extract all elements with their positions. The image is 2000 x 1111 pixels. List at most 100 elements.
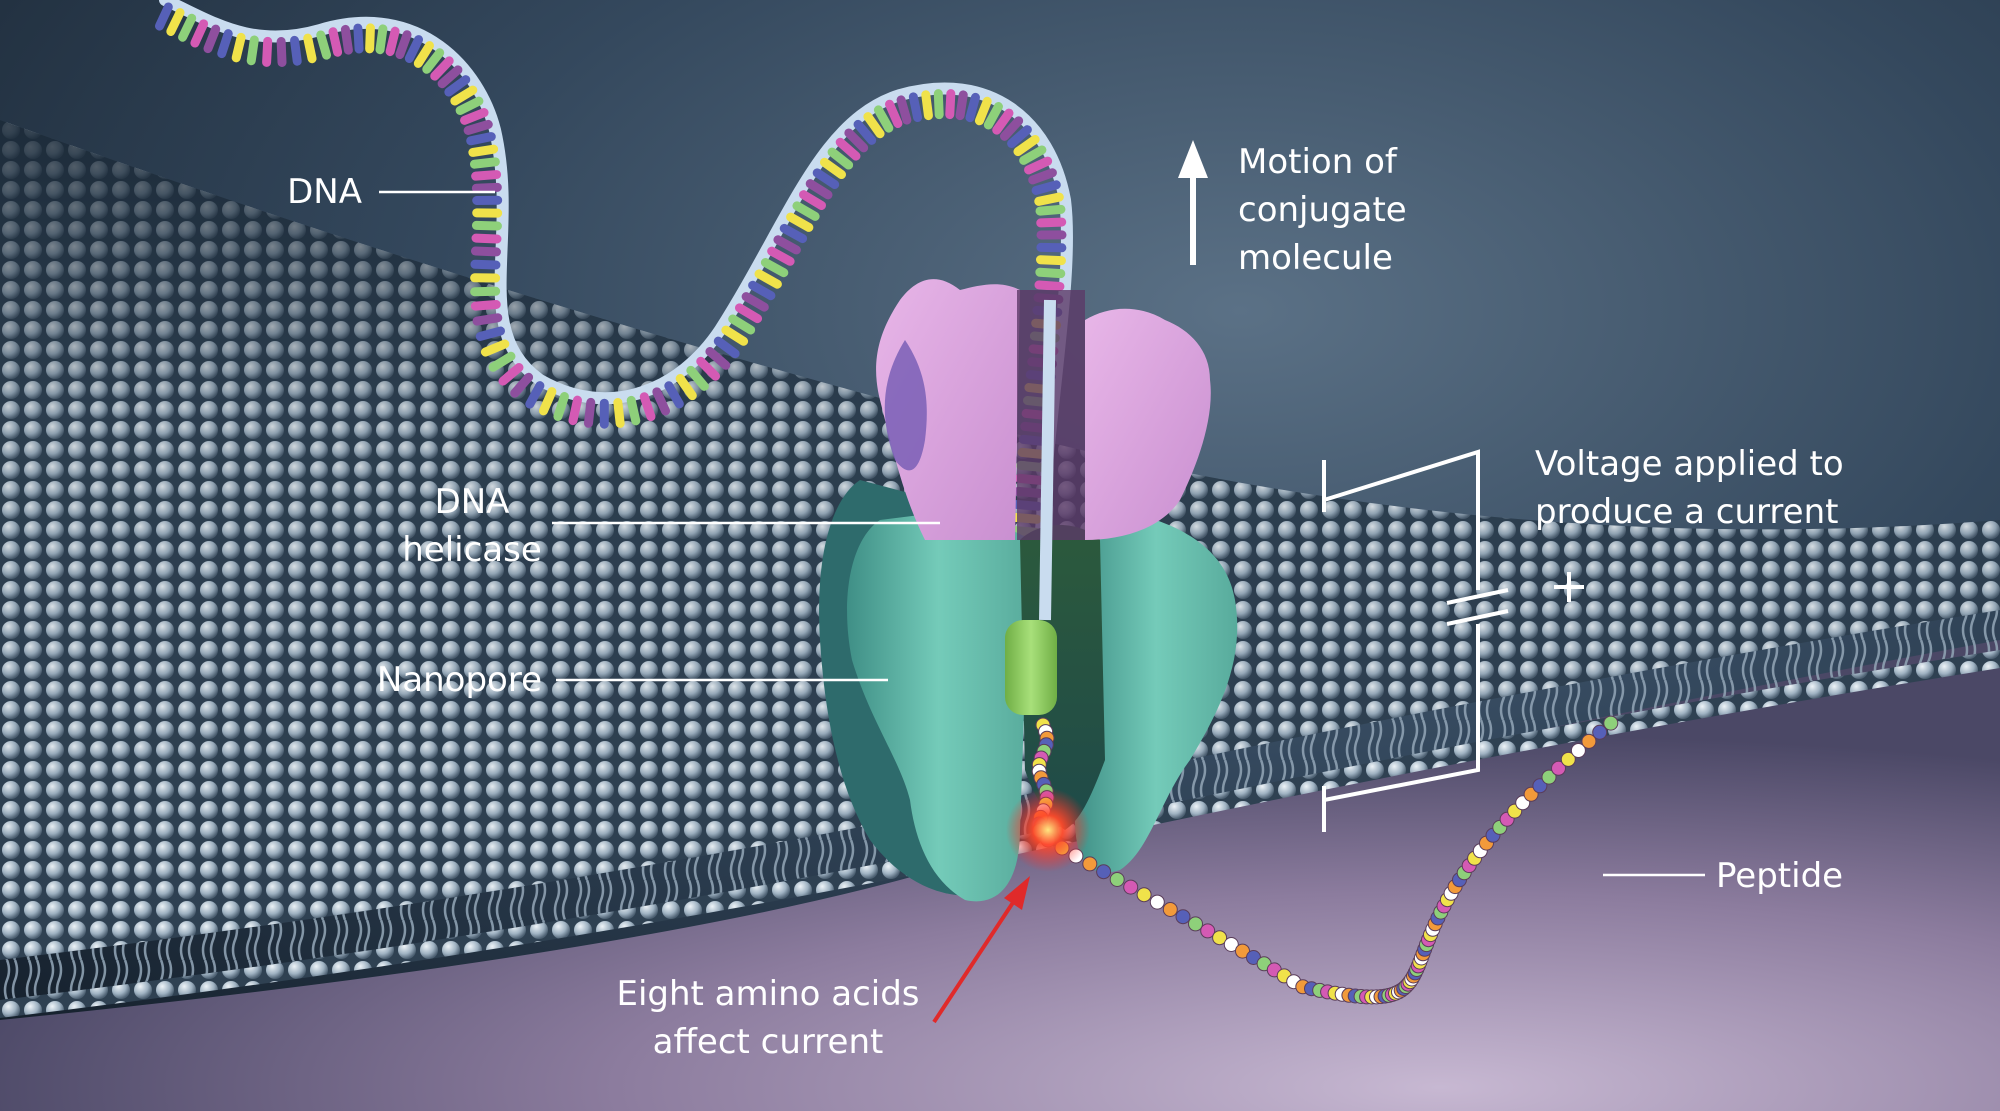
dna-base [1024, 156, 1053, 175]
dna-base [735, 303, 763, 324]
dna-base [455, 96, 484, 115]
dna-base [945, 89, 956, 120]
dna-base [799, 190, 827, 210]
red-pointer-arrow-icon [932, 876, 1030, 1024]
dna-base [908, 92, 923, 122]
dna-base [1035, 255, 1066, 266]
dna-base [510, 372, 534, 398]
dna-base [404, 35, 424, 63]
dna-strand-threaded [1039, 299, 1056, 621]
dna-base [965, 92, 980, 123]
amino-acid-bead [1592, 724, 1608, 740]
dna-base [217, 29, 233, 59]
nanopore-right [1075, 510, 1238, 873]
dna-base [538, 387, 557, 416]
label-dna: DNA [236, 168, 362, 216]
dna-base [471, 170, 502, 181]
amino-acid-bead [1212, 930, 1228, 946]
dna-base [705, 347, 731, 370]
dna-base [385, 26, 400, 57]
label-amino-line-1: Eight amino acids [616, 974, 920, 1014]
dna-base [471, 220, 502, 231]
label-motion-line-3: molecule [1238, 238, 1393, 278]
label-motion-line-2: conjugate [1238, 190, 1407, 230]
dna-base [480, 339, 510, 357]
dna-base [639, 392, 656, 422]
dna-base [488, 351, 516, 372]
dna-base [1034, 280, 1065, 291]
dna-base [812, 168, 840, 190]
dna-base [844, 128, 869, 153]
label-motion-line-1: Motion of [1238, 142, 1397, 182]
amino-acid-bead [1560, 751, 1576, 767]
label-amino-line-2: affect current [652, 1022, 884, 1062]
dna-base [353, 23, 364, 54]
dna-base [437, 65, 463, 89]
dna-base [246, 35, 259, 66]
dna-base [413, 41, 434, 68]
dna-base [786, 212, 814, 232]
dna-base [471, 233, 502, 244]
amino-acid-bead [1570, 743, 1586, 758]
dna-base [728, 314, 756, 335]
dna-base [974, 96, 992, 126]
amino-acid-bead [1175, 909, 1191, 925]
dna-base [983, 102, 1003, 130]
label-peptide-text: Peptide [1716, 856, 1844, 896]
dna-base [498, 363, 524, 386]
dna-base [475, 326, 505, 341]
label-plus-text: + [1536, 589, 1537, 590]
linker [1005, 620, 1057, 715]
dna-base [853, 119, 877, 145]
dna-base [835, 137, 861, 161]
up-arrow-icon [1178, 140, 1208, 265]
dna-base [276, 36, 287, 67]
dna-base [921, 90, 933, 121]
dna-base [885, 99, 903, 129]
dna-base [1007, 125, 1032, 149]
dna-base [203, 24, 221, 54]
dna-base [741, 292, 769, 312]
dna-base [470, 259, 501, 270]
label-voltage: Voltage applied to produce a current [1535, 440, 1895, 536]
dna-base [696, 356, 721, 381]
amino-acid-bead [1188, 916, 1203, 932]
dna-base [303, 33, 317, 64]
dna-base [365, 23, 375, 54]
label-voltage-line-2: produce a current [1535, 492, 1839, 532]
dna-base [999, 116, 1024, 141]
amino-acid-bead [1581, 733, 1597, 749]
amino-acid-bead [1223, 937, 1239, 952]
dna-base [450, 85, 478, 106]
dna-helicase-right [1085, 308, 1211, 540]
dna-base [955, 90, 968, 121]
dna-base [721, 325, 749, 346]
dna-base [471, 182, 502, 193]
dna-base [466, 132, 496, 146]
dna-base [469, 157, 500, 169]
dna-base [422, 48, 445, 74]
dna-base [154, 2, 173, 31]
dna-base [754, 269, 782, 289]
dna-base [779, 223, 808, 244]
label-voltage-line-1: Voltage applied to [1535, 444, 1844, 484]
dna-base [444, 75, 471, 97]
dna-base [873, 105, 894, 133]
dna-base [178, 13, 197, 42]
dna-base [773, 235, 801, 255]
amino-acid-bead [1082, 856, 1098, 872]
dna-base [340, 24, 353, 55]
dna-base [613, 398, 625, 428]
dna-base [472, 313, 503, 326]
dna-base [553, 391, 569, 421]
dna-base [1036, 217, 1067, 228]
label-helicase: DNA helicase [392, 478, 552, 574]
dna-base [316, 30, 332, 60]
amino-acid-bead [1109, 872, 1125, 887]
dna-base [652, 387, 671, 416]
dna-base [583, 397, 596, 428]
dna-base [896, 95, 912, 125]
label-helicase-line-2: helicase [402, 530, 542, 570]
dna-base [1028, 168, 1057, 185]
label-plus: + [1536, 566, 1576, 614]
